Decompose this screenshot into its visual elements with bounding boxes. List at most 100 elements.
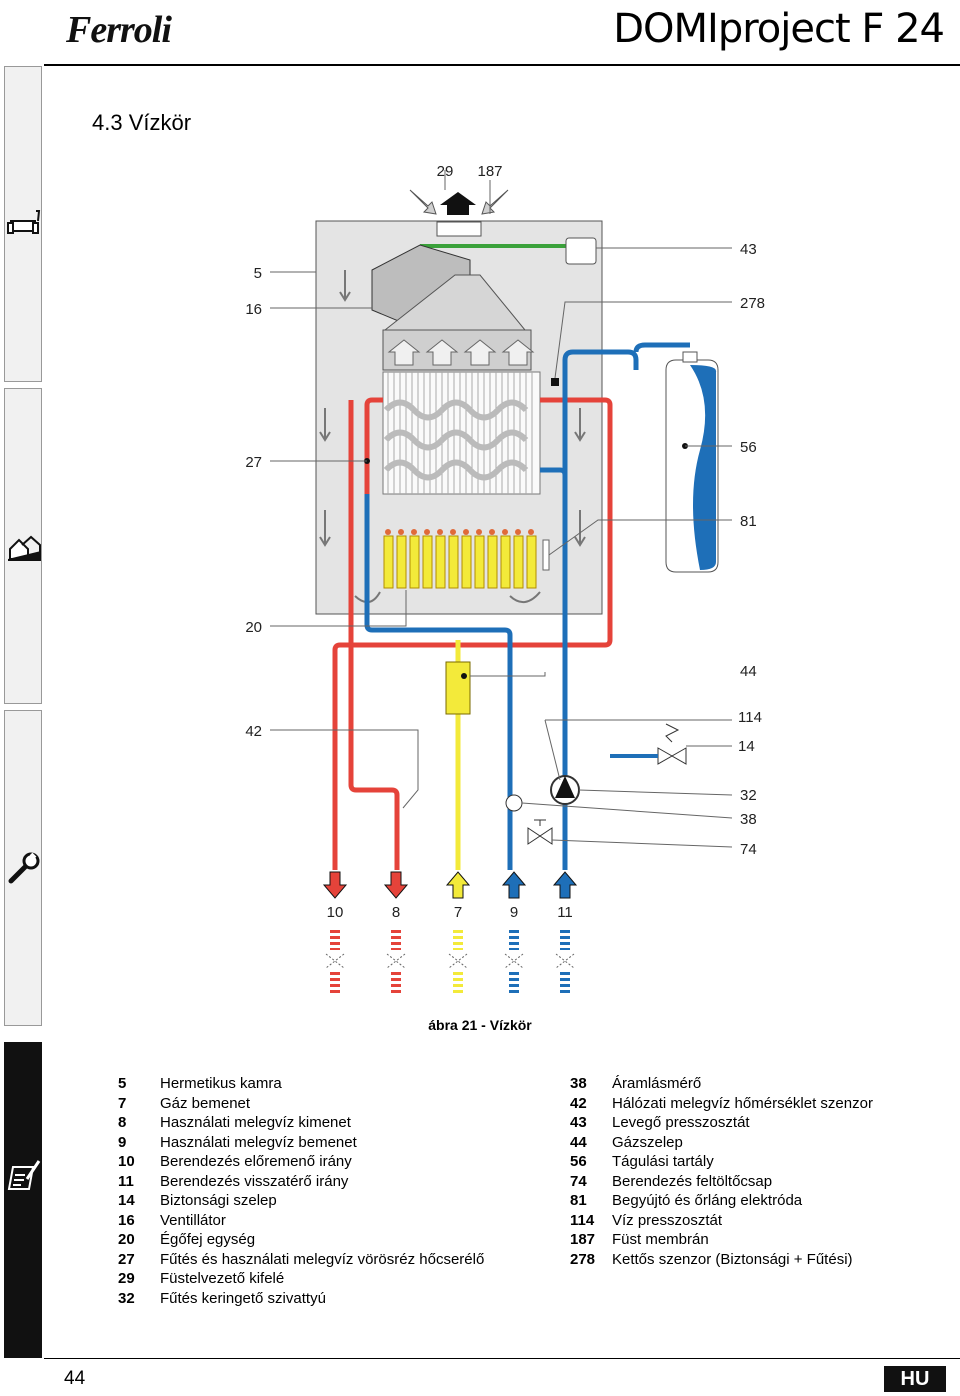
callout-7: 7 (454, 904, 462, 921)
legend-text: Víz presszosztát (612, 1211, 723, 1229)
footer-divider (44, 1358, 960, 1359)
legend-number: 8 (118, 1114, 127, 1131)
legend-text: Áramlásmérő (612, 1075, 702, 1092)
callout-5: 5 (254, 265, 262, 282)
legend-number: 29 (118, 1270, 135, 1287)
callout-56: 56 (740, 439, 757, 456)
legend-text: Gáz bemenet (160, 1094, 251, 1112)
house-icon (8, 535, 41, 561)
air-pressure-switch (565, 237, 597, 265)
legend-number: 27 (118, 1250, 135, 1268)
callout-16: 16 (245, 301, 262, 318)
callout-27: 27 (245, 454, 262, 471)
callout-187: 187 (477, 163, 502, 180)
legend-text: Fűtés és használati melegvíz vörösréz hő… (160, 1250, 485, 1268)
legend-text: Berendezés előremenő irány (160, 1153, 352, 1170)
brand-logo: Ferroli (66, 9, 172, 51)
legend-row: 114 Víz presszosztát (570, 1211, 940, 1231)
callout-38: 38 (740, 811, 757, 828)
double-sensor (551, 378, 559, 386)
legend-row: 187 Füst membrán (570, 1230, 940, 1250)
arrow-in-7 (445, 871, 471, 899)
sidebar-tab-install[interactable] (4, 388, 42, 704)
sidebar (4, 66, 44, 1358)
arrow-in-9 (501, 871, 527, 899)
legend-row: 7 Gáz bemenet (118, 1094, 506, 1114)
callout-8: 8 (392, 904, 400, 921)
legend-number: 187 (570, 1231, 596, 1248)
sidebar-tab-technical[interactable] (4, 1042, 42, 1358)
header-divider (44, 64, 960, 66)
water-circuit-diagram: 29 187 5 16 27 20 42 43 278 56 81 44 114… (245, 163, 765, 996)
legend-row: 29 Füstelvezető kifelé (118, 1269, 506, 1289)
legend-text: Hermetikus kamra (160, 1075, 282, 1092)
legend-number: 7 (118, 1094, 127, 1112)
legend-number: 16 (118, 1211, 135, 1229)
filling-tap (527, 827, 553, 845)
air-inlet-arrow-right (481, 189, 509, 215)
clipboard-icon (7, 1160, 41, 1190)
legend-text: Gázszelep (612, 1133, 683, 1151)
callout-14: 14 (738, 738, 755, 755)
callout-44: 44 (740, 663, 757, 680)
arrow-in-11 (552, 871, 578, 899)
legend-row: 44 Gázszelep (570, 1133, 940, 1153)
flue-membrane (436, 221, 482, 237)
legend-text: Füst membrán (612, 1231, 709, 1248)
sofa-icon (7, 210, 41, 234)
legend-text: Használati melegvíz bemenet (160, 1133, 357, 1151)
callout-43: 43 (740, 241, 757, 258)
legend-number: 81 (570, 1192, 587, 1209)
page-number: 44 (64, 1368, 86, 1389)
legend-number: 278 (570, 1250, 596, 1268)
wrench-icon (8, 852, 40, 884)
legend-number: 32 (118, 1289, 135, 1307)
sidebar-tab-user[interactable] (4, 66, 42, 382)
flue-exhaust-arrow (440, 192, 476, 215)
legend-number: 38 (570, 1075, 587, 1092)
burner-assembly (383, 535, 537, 589)
legend-number: 20 (118, 1231, 135, 1248)
legend-row: 8 Használati melegvíz kimenet (118, 1113, 506, 1133)
language-badge: HU (884, 1366, 946, 1392)
callout-81: 81 (740, 513, 757, 530)
legend-row: 20 Égőfej egység (118, 1230, 506, 1250)
exchanger-hot-inlet (364, 397, 383, 494)
dhw-inlet-pipe (364, 494, 513, 870)
heating-flow-pipe (332, 397, 613, 870)
legend-number: 74 (570, 1172, 587, 1190)
legend-text: Kettős szenzor (Biztonsági + Fűtési) (612, 1250, 853, 1268)
legend-text: Használati melegvíz kimenet (160, 1114, 351, 1131)
callout-42: 42 (245, 723, 262, 740)
ignition-electrode (542, 539, 550, 571)
legend-number: 43 (570, 1114, 587, 1131)
legend-text: Füstelvezető kifelé (160, 1270, 285, 1287)
legend-number: 44 (570, 1133, 587, 1151)
arrow-out-10 (322, 871, 348, 899)
product-title: DOMIproject F 24 (613, 6, 945, 52)
callout-11: 11 (557, 904, 573, 921)
legend-number: 114 (570, 1211, 595, 1229)
legend-text: Égőfej egység (160, 1231, 256, 1248)
legend-text: Levegő presszosztát (612, 1114, 750, 1131)
legend-text: Hálózati melegvíz hőmérséklet szenzor (612, 1094, 873, 1112)
callout-29: 29 (437, 163, 454, 180)
air-inlet-arrow-left (409, 189, 437, 215)
legend-row: 43 Levegő presszosztát (570, 1113, 940, 1133)
callout-114: 114 (738, 709, 762, 726)
legend-text: Fűtés keringető szivattyú (160, 1289, 326, 1307)
legend-row: 27 Fűtés és használati melegvíz vörösréz … (118, 1250, 506, 1270)
safety-valve (657, 747, 687, 765)
gas-valve (445, 661, 471, 715)
sidebar-tab-service[interactable] (4, 710, 42, 1026)
